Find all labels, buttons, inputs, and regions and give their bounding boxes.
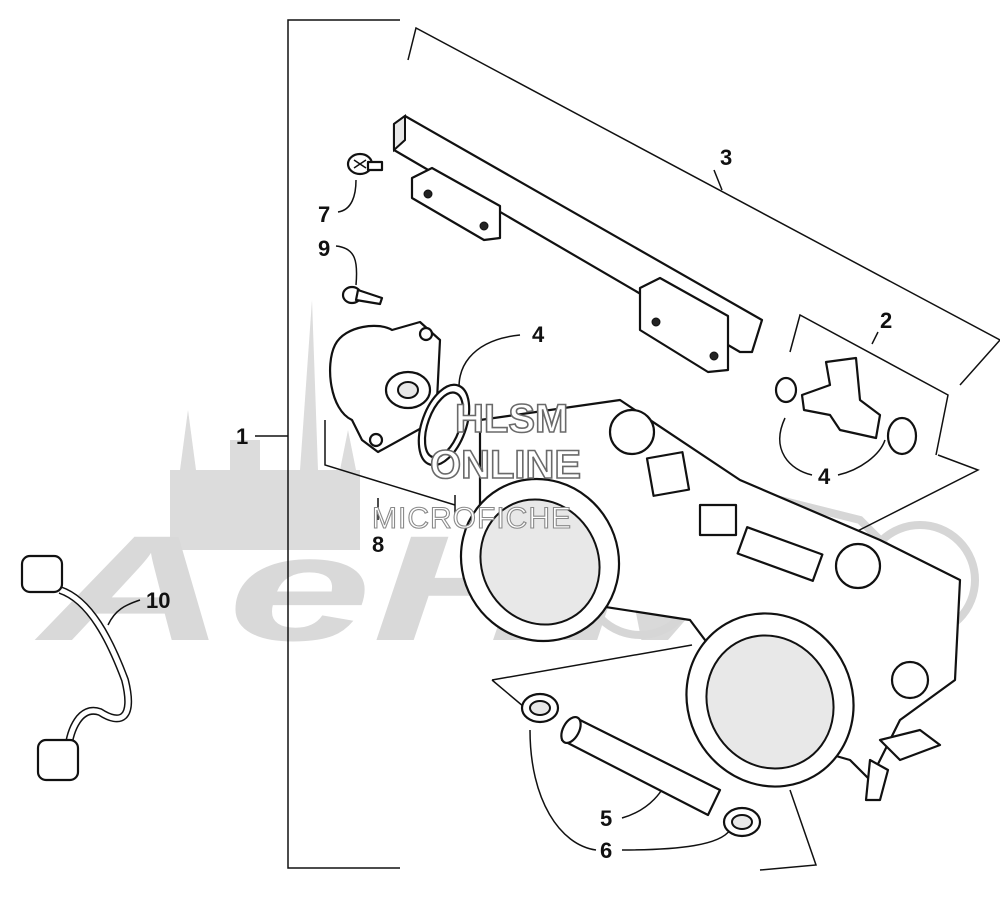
bracket-1 [287, 19, 400, 869]
leader-4a [458, 334, 521, 396]
fuel-injector [774, 356, 918, 456]
leader-2 [871, 331, 879, 345]
bracket-2 [789, 313, 949, 456]
callout-5: 5 [600, 806, 612, 831]
callout-8: 8 [372, 532, 384, 557]
watermark-line-3: MICROFICHE [372, 502, 572, 535]
fuel-rail [392, 114, 764, 374]
callout-6: 6 [600, 838, 612, 863]
wiring-harness [20, 554, 133, 782]
city-silhouette-watermark [170, 300, 360, 550]
throttle-position-sensor [329, 320, 442, 454]
assembly-brackets [107, 19, 1000, 871]
leader-6b [621, 829, 731, 851]
watermark-line-1: HLSM [455, 397, 568, 441]
leader-4b [779, 417, 813, 476]
leader-6 [529, 729, 597, 851]
callout-3: 3 [720, 145, 732, 170]
callout-9: 9 [318, 236, 330, 261]
callouts: 1 2 3 4 4 5 6 7 8 9 10 [146, 145, 892, 863]
bracket-8 [324, 420, 456, 506]
o-ring-4-top [417, 383, 471, 467]
callout-4-right: 4 [818, 464, 831, 489]
callout-2: 2 [880, 308, 892, 333]
hose-clamp-top [520, 692, 560, 724]
throttle-body-assembly [459, 398, 962, 802]
leader-10 [107, 599, 141, 626]
leader-4b-2 [837, 439, 886, 476]
screw-9 [341, 285, 384, 306]
leader-7 [337, 179, 357, 213]
bracket-3 [407, 26, 1000, 386]
callout-7: 7 [318, 202, 330, 227]
bracket-6 [491, 644, 693, 681]
hlsm-watermark: HLSM ONLINE MICROFICHE [371, 396, 581, 535]
hose-clamp-bottom [722, 806, 762, 838]
callout-10: 10 [146, 588, 170, 613]
bracket-5 [759, 789, 818, 871]
callout-4-top: 4 [532, 322, 545, 347]
leader-9 [335, 245, 358, 286]
screw-7 [346, 152, 384, 176]
vacuum-hose [560, 715, 722, 817]
leader-3 [713, 169, 723, 191]
callout-1: 1 [236, 424, 248, 449]
bracket-right [819, 454, 980, 551]
watermark-line-2: ONLINE [430, 443, 581, 487]
